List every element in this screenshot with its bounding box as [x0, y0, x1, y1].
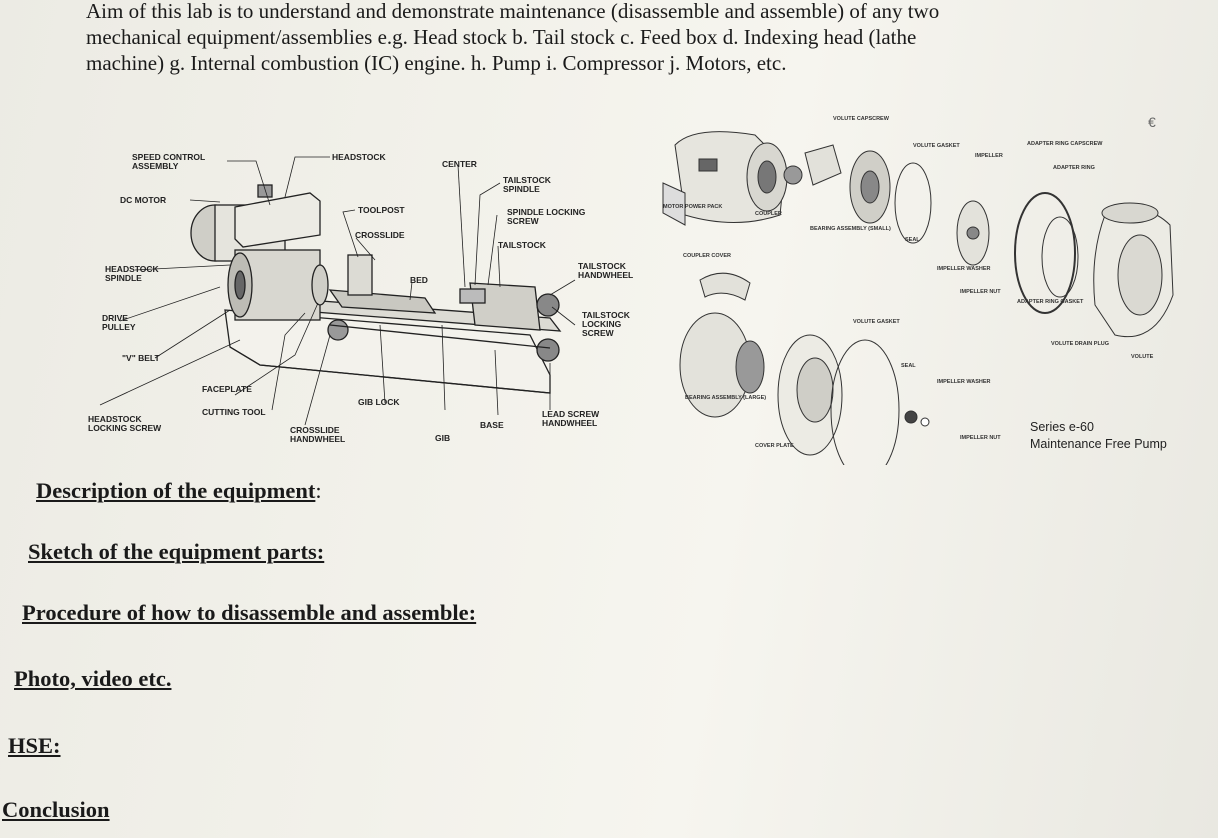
label-tailstock: TAILSTOCK [498, 240, 547, 250]
label-tailstock-spindle: TAILSTOCK [503, 175, 552, 185]
plabel-volute: VOLUTE [1131, 354, 1154, 360]
plabel-coupler-cover: COUPLER COVER [683, 253, 731, 259]
coupler-cover-shape [699, 272, 751, 301]
intro-line-2: mechanical equipment/assemblies e.g. Hea… [86, 25, 917, 49]
speed-control-box [234, 192, 321, 248]
label-headstock-spindle-2: SPINDLE [105, 273, 142, 283]
label-tailstock-locking: TAILSTOCK [582, 310, 631, 320]
label-v-belt: "V" BELT [122, 353, 160, 363]
intro-line-3: machine) g. Internal combustion (IC) eng… [86, 51, 787, 75]
heading-sketch: Sketch of the equipment parts: [28, 539, 325, 564]
coupler-shape [783, 165, 803, 185]
label-faceplate: FACEPLATE [202, 384, 252, 394]
label-base: BASE [480, 420, 504, 430]
label-headstock-locking: HEADSTOCK [88, 414, 143, 424]
toolpost-shape [347, 254, 373, 296]
pump-labels: VOLUTE CAPSCREW VOLUTE GASKET IMPELLER A… [663, 116, 1167, 451]
plabel-impeller: IMPELLER [975, 153, 1003, 159]
plabel-volute-gasket: VOLUTE GASKET [913, 143, 960, 149]
plabel-impeller-washer-2: IMPELLER WASHER [937, 379, 991, 385]
plabel-adapter-ring: ADAPTER RING [1053, 165, 1095, 171]
pump-corner-mark: € [1148, 114, 1156, 130]
label-tailstock-handwheel-2: HANDWHEEL [578, 270, 633, 280]
label-crossslide-handwheel: CROSSLIDE [290, 425, 340, 435]
lathe-leader-lines [99, 156, 576, 426]
tailstock-shape [469, 282, 541, 331]
heading-description: Description of the equipment: [36, 478, 322, 503]
heading-description-colon: : [315, 478, 322, 503]
plabel-volute-gasket-2: VOLUTE GASKET [853, 319, 900, 325]
heading-conclusion: Conclusion [2, 797, 110, 822]
plabel-cover-plate: COVER PLATE [755, 443, 794, 449]
label-gib-lock: GIB LOCK [358, 397, 400, 407]
volute-gasket-2-shape [830, 339, 900, 465]
label-tailstock-locking-2: LOCKING [582, 319, 622, 329]
label-drive-pulley-2: PULLEY [102, 322, 136, 332]
plabel-seal-2: SEAL [901, 363, 916, 369]
label-toolpost: TOOLPOST [358, 205, 405, 215]
label-headstock-spindle: HEADSTOCK [105, 264, 160, 274]
label-tailstock-spindle-2: SPINDLE [503, 184, 540, 194]
adapter-ring-shape [1014, 192, 1076, 314]
label-tailstock-locking-3: SCREW [582, 328, 615, 338]
label-gib: GIB [435, 433, 450, 443]
label-center: CENTER [442, 159, 477, 169]
faceplate-shape [311, 264, 329, 306]
label-crossslide: CROSSLIDE [355, 230, 405, 240]
pump-caption-line-2: Maintenance Free Pump [1030, 437, 1167, 451]
pump-caption-line-1: Series e-60 [1030, 420, 1094, 434]
plabel-adapter-ring-gasket: ADAPTER RING GASKET [1017, 299, 1084, 305]
plabel-impeller-nut: IMPELLER NUT [960, 289, 1001, 295]
label-lead-screw-2: HANDWHEEL [542, 418, 597, 428]
heading-hse: HSE: [8, 733, 61, 758]
label-cutting-tool: CUTTING TOOL [202, 407, 266, 417]
crossslide-handwheel-shape [327, 319, 349, 341]
label-spindle-locking: SPINDLE LOCKING [507, 207, 586, 217]
label-speed-control-2: ASSEMBLY [132, 161, 179, 171]
label-headstock-locking-2: LOCKING SCREW [88, 423, 162, 433]
plabel-motor-power-pack: MOTOR POWER PACK [663, 204, 722, 210]
lathe-diagram: SPEED CONTROL ASSEMBLY HEADSTOCK CENTER … [88, 152, 633, 444]
label-spindle-locking-2: SCREW [507, 216, 540, 226]
plabel-coupler: COUPLER [755, 211, 782, 217]
volute-gasket-shape [894, 162, 932, 244]
label-crossslide-handwheel-2: HANDWHEEL [290, 434, 345, 444]
plabel-adapter-ring-capscrew: ADAPTER RING CAPSCREW [1027, 141, 1103, 147]
tailstock-handwheel-shape [536, 293, 560, 317]
heading-photo-video: Photo, video etc. [14, 666, 172, 691]
intro-paragraph: Aim of this lab is to understand and dem… [86, 0, 1196, 76]
pump-exploded-diagram: € VOLUTE CAPSCREW [662, 114, 1174, 465]
crossslide-shape [328, 289, 437, 314]
pump-drawing [662, 131, 1174, 465]
label-tailstock-handwheel: TAILSTOCK [578, 261, 627, 271]
plabel-bearing-small: BEARING ASSEMBLY (SMALL) [810, 226, 891, 232]
lead-screw-handwheel-shape [536, 338, 560, 362]
plabel-seal: SEAL [905, 237, 920, 243]
heading-procedure: Procedure of how to disassemble and asse… [22, 600, 477, 625]
intro-line-1: Aim of this lab is to understand and dem… [86, 0, 940, 23]
label-lead-screw: LEAD SCREW [542, 409, 600, 419]
label-drive-pulley: DRIVE [102, 313, 128, 323]
label-dc-motor: DC MOTOR [120, 195, 166, 205]
lathe-drawing [190, 184, 562, 394]
plabel-bearing-large: BEARING ASSEMBLY (LARGE) [685, 395, 766, 401]
lathe-labels: SPEED CONTROL ASSEMBLY HEADSTOCK CENTER … [88, 152, 633, 444]
label-headstock: HEADSTOCK [332, 152, 387, 162]
plabel-volute-drain-plug: VOLUTE DRAIN PLUG [1051, 341, 1109, 347]
plabel-volute-capscrew: VOLUTE CAPSCREW [833, 116, 890, 122]
plabel-impeller-washer: IMPELLER WASHER [937, 266, 991, 272]
label-speed-control: SPEED CONTROL [132, 152, 205, 162]
label-bed: BED [410, 275, 428, 285]
plabel-impeller-nut-2: IMPELLER NUT [960, 435, 1001, 441]
